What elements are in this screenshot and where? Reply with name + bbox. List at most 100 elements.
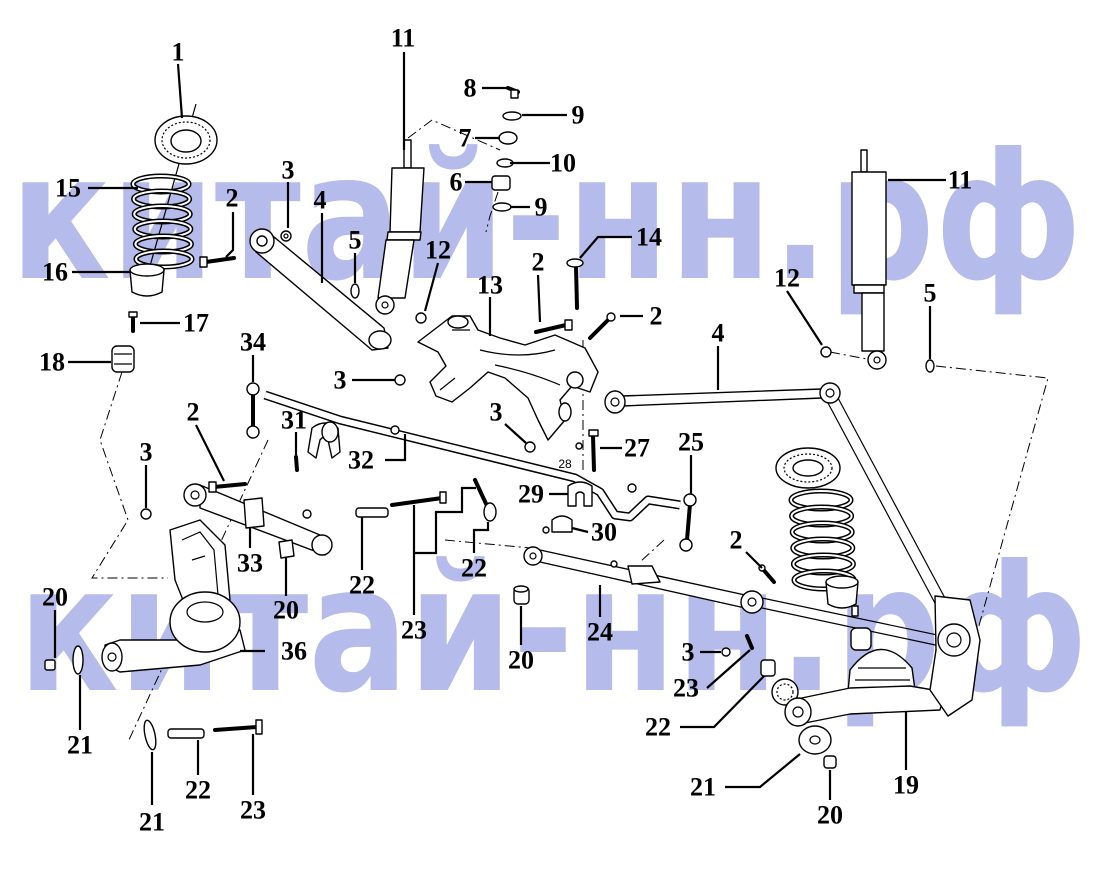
callout-label-12: 12 [774, 264, 800, 293]
callout-label-11: 11 [948, 166, 973, 195]
nut-lower-left [140, 508, 152, 520]
stabilizer-clamp-right [542, 515, 573, 534]
callout-label-13: 13 [477, 271, 503, 300]
knuckle-right [771, 595, 981, 727]
spring-coil [135, 250, 193, 268]
nut-subframe [394, 374, 406, 386]
nut-small [302, 509, 312, 519]
bushing-bolt-mid [473, 478, 497, 522]
upper-control-arm-left [249, 228, 392, 351]
callout-label-21: 21 [690, 773, 716, 802]
callout-label-27: 27 [624, 434, 650, 463]
stabilizer-link-right [627, 483, 697, 552]
nut-20-left [44, 659, 56, 671]
shock-absorber-left [375, 139, 425, 315]
bolt-upper-left [199, 256, 236, 268]
callout-label-14: 14 [636, 223, 662, 252]
stabilizer-link-left [246, 382, 260, 439]
callout-label-10: 10 [550, 149, 576, 178]
nut-shock-right [820, 346, 832, 358]
callout-label-33: 33 [237, 549, 263, 578]
callout-label-23: 23 [673, 674, 699, 703]
callout-label-2: 2 [187, 398, 200, 427]
small-bolt [128, 311, 138, 333]
bump-stop-bushing [111, 345, 135, 373]
washer-21-right [798, 725, 832, 755]
stabilizer-clamp [294, 421, 341, 472]
callout-label-19: 19 [893, 771, 919, 800]
callout-label-3: 3 [282, 156, 295, 185]
right-coil-spring [788, 488, 857, 592]
left-coil-spring [130, 173, 195, 270]
subframe [417, 315, 599, 441]
nut-20-right [823, 755, 837, 769]
callout-label-6: 6 [450, 168, 463, 197]
callout-label-4: 4 [314, 186, 327, 215]
leader-lines [53, 52, 946, 805]
callout-label-22: 22 [185, 776, 211, 805]
washer-left [350, 283, 360, 299]
callout-label-23: 23 [240, 796, 266, 825]
spring-pad [129, 263, 165, 297]
callout-label-23: 23 [401, 616, 427, 645]
callout-labels: 1 11 8 9 7 10 6 9 11 15 3 2 4 14 16 5 12… [39, 24, 972, 837]
callout-label-5: 5 [924, 279, 937, 308]
stabilizer-bushing-right [567, 481, 593, 507]
shock-absorber-right [851, 149, 887, 370]
bolt-subframe-right [588, 312, 616, 340]
callout-label-32: 32 [348, 446, 374, 475]
callout-label-7: 7 [459, 124, 472, 153]
callout-label-3: 3 [334, 366, 347, 395]
top-mount-stack [491, 86, 522, 212]
callout-label-36: 36 [281, 637, 307, 666]
callout-label-12: 12 [425, 236, 451, 265]
bushing-20-mid [513, 585, 530, 605]
bushing-22-right [760, 659, 776, 677]
callout-label-20: 20 [273, 596, 299, 625]
upper-spring-seat [154, 115, 218, 165]
knuckle-left [101, 519, 246, 673]
nut-mid [524, 441, 536, 453]
callout-label-20: 20 [42, 583, 68, 612]
callout-label-20: 20 [508, 646, 534, 675]
callout-label-24: 24 [587, 618, 613, 647]
nut-3-right [721, 647, 731, 657]
callout-label-21: 21 [139, 808, 165, 837]
callout-label-11: 11 [391, 24, 416, 53]
callout-label-20: 20 [817, 801, 843, 830]
washer-right [925, 359, 935, 373]
callout-label-2: 2 [730, 526, 743, 555]
right-spring-pad [825, 575, 872, 651]
callout-label-22: 22 [349, 571, 375, 600]
callout-label-2: 2 [532, 248, 545, 277]
callout-label-5: 5 [349, 226, 362, 255]
callout-label-15: 15 [55, 174, 81, 203]
callout-label-22: 22 [461, 554, 487, 583]
stabilizer-bar [263, 390, 681, 522]
bolt-23-right [745, 634, 754, 650]
callout-label-18: 18 [39, 348, 65, 377]
callout-label-9: 9 [572, 101, 585, 130]
callout-label-3: 3 [140, 438, 153, 467]
callout-label-9: 9 [535, 193, 548, 222]
callout-label-29: 29 [518, 480, 544, 509]
long-bolt-vertical [566, 258, 584, 310]
bolt-lower-left [208, 481, 247, 493]
callout-label-25: 25 [678, 428, 704, 457]
nut-upper-left [280, 230, 292, 242]
upper-control-arm-right [604, 382, 947, 606]
callout-label-30: 30 [591, 518, 617, 547]
lower-arm-right [523, 546, 943, 647]
bracket-small [278, 539, 295, 559]
callout-label-3: 3 [490, 398, 503, 427]
lower-arm-left [183, 483, 333, 556]
washer-21-left [72, 645, 84, 675]
callout-label-1: 1 [172, 38, 185, 67]
bushing-22-bottom [167, 728, 205, 739]
bolt-subframe-mid [534, 319, 573, 334]
callout-label-16: 16 [42, 258, 68, 287]
callout-label-4: 4 [712, 319, 725, 348]
callout-label-31: 31 [281, 406, 307, 435]
callout-label-2: 2 [650, 302, 663, 331]
